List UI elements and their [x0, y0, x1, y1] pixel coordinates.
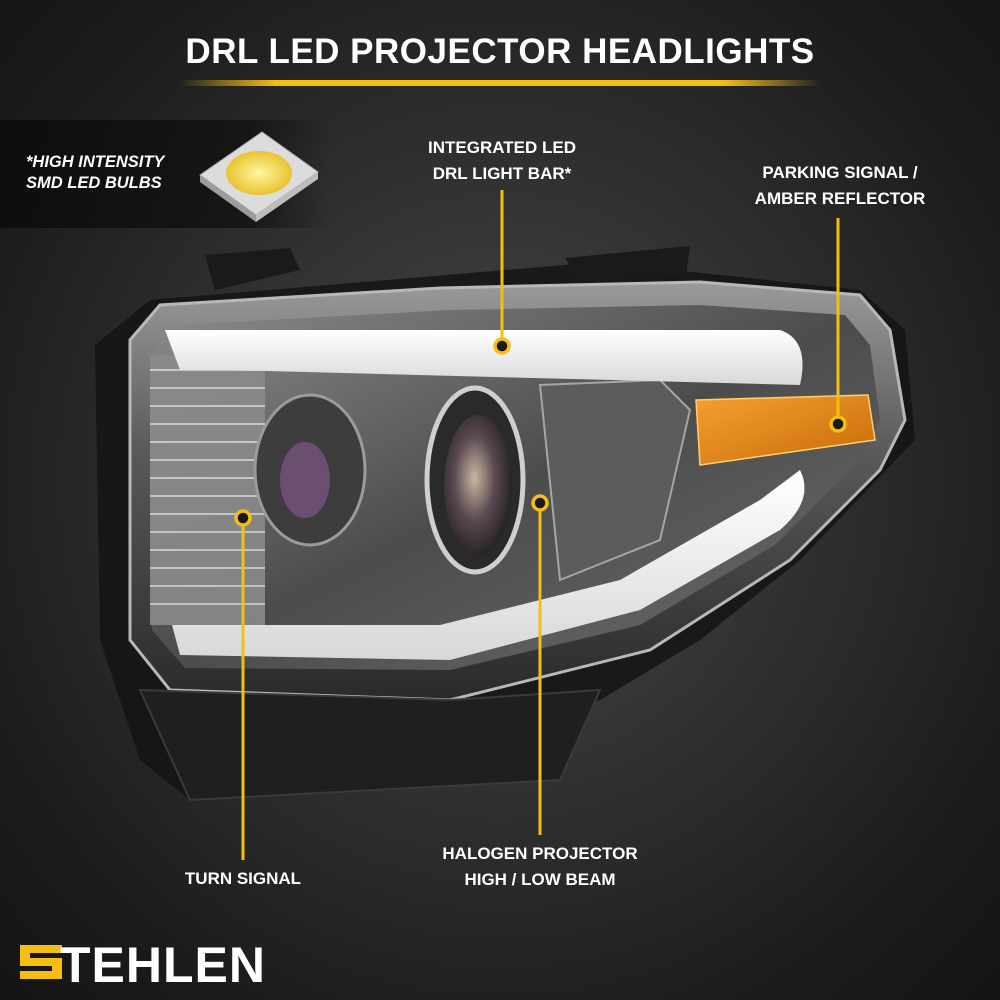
brand-logo-icon	[20, 945, 62, 979]
headlight-body	[95, 246, 915, 802]
turn-signal-reflector	[150, 355, 265, 625]
callout-halogen-projector: HALOGEN PROJECTOR HIGH / LOW BEAM	[442, 844, 638, 889]
page-title: DRL LED PROJECTOR HEADLIGHTS	[185, 32, 815, 71]
callout-turn-signal: TURN SIGNAL	[184, 869, 302, 888]
callout-parking-signal: PARKING SIGNAL / AMBER REFLECTOR	[754, 163, 926, 208]
led-chip-icon	[199, 131, 319, 222]
callout-drl-light-bar: INTEGRATED LED DRL LIGHT BAR*	[428, 138, 576, 183]
title-underline	[180, 80, 820, 86]
led-badge-text: *HIGH INTENSITY SMD LED BULBS	[26, 153, 165, 192]
brand-name: TEHLEN	[60, 937, 266, 993]
callout-markers	[234, 190, 847, 860]
